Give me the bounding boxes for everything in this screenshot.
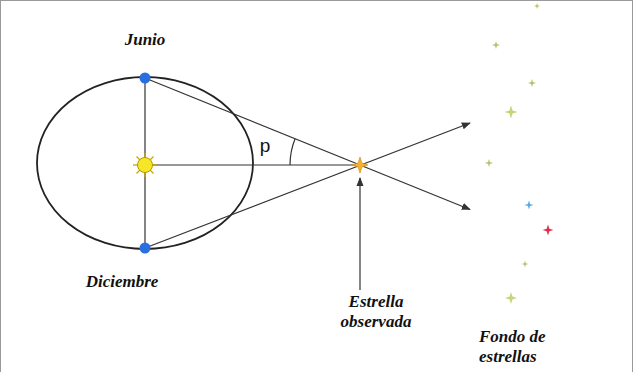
star-label: Estrella observada [321, 292, 431, 332]
december-sight-line [145, 123, 470, 248]
earth-december [140, 243, 151, 254]
earth-orbit [37, 77, 253, 249]
sun-star-line [145, 164, 360, 165]
star-pointer [359, 178, 360, 290]
observed-star [352, 157, 368, 173]
parallax-angle-arc [290, 139, 295, 165]
sun-symbol [133, 153, 157, 177]
june-sight-line [145, 78, 470, 210]
angle-label: p [260, 136, 271, 156]
background-stars [485, 3, 554, 304]
month-label: Junio [125, 30, 166, 50]
month-label: Diciembre [86, 272, 159, 292]
earth-june [140, 73, 151, 84]
background-label: Fondo de estrellas [479, 327, 575, 367]
